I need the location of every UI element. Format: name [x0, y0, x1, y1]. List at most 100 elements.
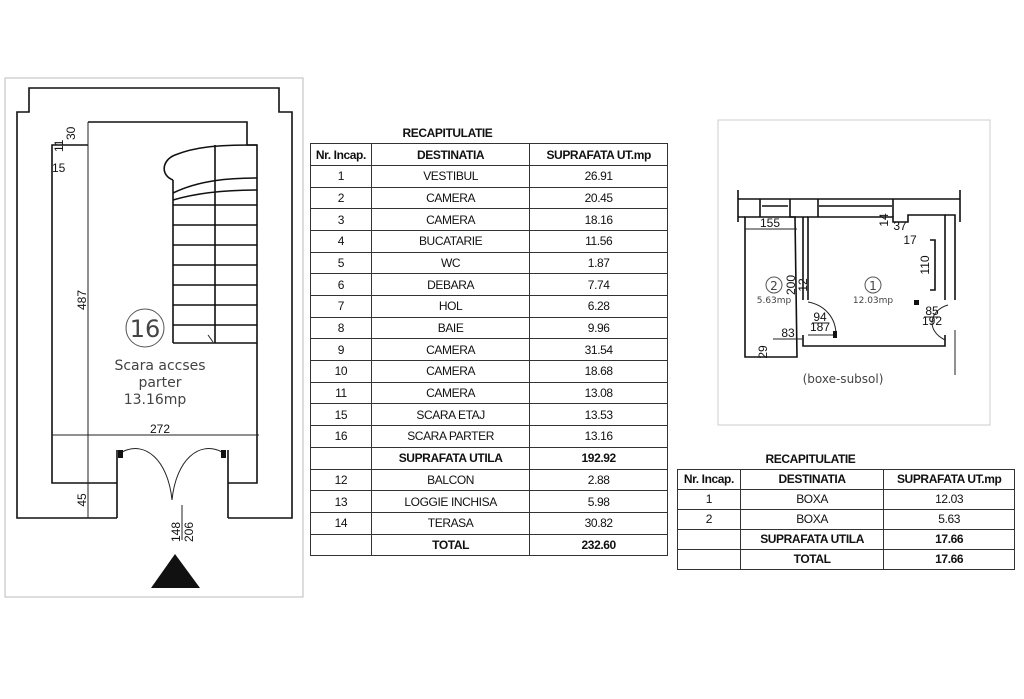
cell-nr — [677, 528, 741, 550]
summary-table: RECAPITULATIE Nr. Incap. DESTINATIA SUPR… — [310, 122, 668, 557]
cell-nr: 4 — [310, 229, 372, 253]
room-2-wall — [744, 216, 798, 358]
cell-nr: 14 — [310, 511, 372, 535]
cell-suprafata: 20.45 — [529, 186, 668, 210]
cell-destinatia: BALCON — [370, 468, 531, 492]
table-title: RECAPITULATIE — [402, 125, 493, 140]
dim-37: 37 — [893, 219, 907, 233]
cell-destinatia: BAIE — [370, 316, 531, 340]
cell-suprafata: 13.08 — [529, 381, 668, 405]
dim-110: 110 — [918, 255, 932, 274]
room-area: 13.16mp — [124, 392, 187, 408]
cell-suprafata: 13.53 — [529, 403, 668, 427]
dim-29: 29 — [756, 345, 770, 359]
dim-11: 11 — [52, 139, 66, 152]
cell-suprafata: 5.98 — [529, 490, 668, 513]
cell-destinatia: BUCATARIE — [370, 229, 531, 253]
cell-suprafata: 13.16 — [529, 425, 668, 448]
entrance-arrow-icon — [151, 554, 200, 588]
header-suprafata: SUPRAFATA UT.mp — [529, 143, 668, 166]
door-2-height: 192 — [922, 314, 942, 328]
door-width: 148 — [169, 522, 183, 542]
room-1-area: 12.03mp — [853, 296, 894, 306]
stair-plan: 16 Scara accses parter 13.16mp 272 487 4… — [4, 77, 304, 598]
cell-nr: 12 — [310, 468, 372, 492]
door-height: 206 — [182, 522, 196, 542]
cell-nr: 11 — [310, 381, 372, 405]
cell-nr: 1 — [677, 488, 741, 510]
cell-destinatia: SCARA ETAJ — [370, 403, 531, 427]
cell-destinatia: TERASA — [370, 511, 531, 535]
cell-destinatia: DEBARA — [370, 273, 531, 296]
dim-17: 17 — [903, 233, 917, 247]
dim-12: 12 — [796, 278, 810, 292]
cell-nr: 16 — [310, 425, 372, 448]
cell-destinatia: CAMERA — [370, 208, 531, 231]
cell-destinatia: VESTIBUL — [370, 164, 531, 188]
room-2-area: 5.63mp — [757, 296, 792, 306]
dim-487: 487 — [75, 290, 89, 310]
cell-nr — [677, 548, 741, 570]
cell-nr: 7 — [310, 295, 372, 318]
cell-nr: 10 — [310, 360, 372, 383]
cell-suprafata: 2.88 — [529, 468, 668, 492]
cell-suprafata: 7.74 — [529, 273, 668, 296]
cell-suprafata: 12.03 — [883, 488, 1015, 510]
header-nr: Nr. Incap. — [677, 468, 741, 490]
cell-nr: 2 — [677, 508, 741, 530]
cell-nr: 13 — [310, 490, 372, 513]
cell-destinatia: LOGGIE INCHISA — [370, 490, 531, 513]
basement-plan: 2 5.63mp 1 12.03mp 155 200 12 83 29 37 1… — [717, 119, 991, 426]
cell-destinatia: TOTAL — [370, 533, 531, 557]
header-destinatia: DESTINATIA — [370, 143, 531, 166]
cell-suprafata: 26.91 — [529, 164, 668, 188]
cell-suprafata: 18.16 — [529, 208, 668, 231]
dim-14: 14 — [877, 213, 891, 227]
cell-nr: 15 — [310, 403, 372, 427]
outer-wall — [16, 87, 293, 519]
room-1-number: 1 — [869, 279, 877, 293]
cell-suprafata: 1.87 — [529, 251, 668, 275]
cell-destinatia: HOL — [370, 295, 531, 318]
cell-suprafata: 17.66 — [883, 548, 1015, 570]
cell-nr: 8 — [310, 316, 372, 340]
cell-destinatia: SUPRAFATA UTILA — [370, 446, 531, 470]
dim-45: 45 — [75, 493, 89, 507]
basement-summary-table: RECAPITULATIE Nr. Incap. DESTINATIA SUPR… — [677, 449, 1015, 570]
header-nr: Nr. Incap. — [310, 143, 372, 166]
cell-destinatia: SCARA PARTER — [370, 425, 531, 448]
cell-nr: 6 — [310, 273, 372, 296]
dim-30: 30 — [64, 126, 78, 140]
dim-15: 15 — [52, 161, 66, 175]
cell-destinatia: CAMERA — [370, 186, 531, 210]
cell-destinatia: CAMERA — [370, 381, 531, 405]
cell-destinatia: CAMERA — [370, 360, 531, 383]
cell-nr: 3 — [310, 208, 372, 231]
room-2-number: 2 — [770, 279, 778, 293]
cell-destinatia: TOTAL — [739, 548, 885, 570]
cell-suprafata: 17.66 — [883, 528, 1015, 550]
cell-suprafata: 232.60 — [529, 533, 668, 557]
cell-nr — [310, 446, 372, 470]
cell-suprafata: 6.28 — [529, 295, 668, 318]
cell-destinatia: CAMERA — [370, 338, 531, 362]
cell-suprafata: 31.54 — [529, 338, 668, 362]
door-1-height: 187 — [810, 320, 830, 334]
